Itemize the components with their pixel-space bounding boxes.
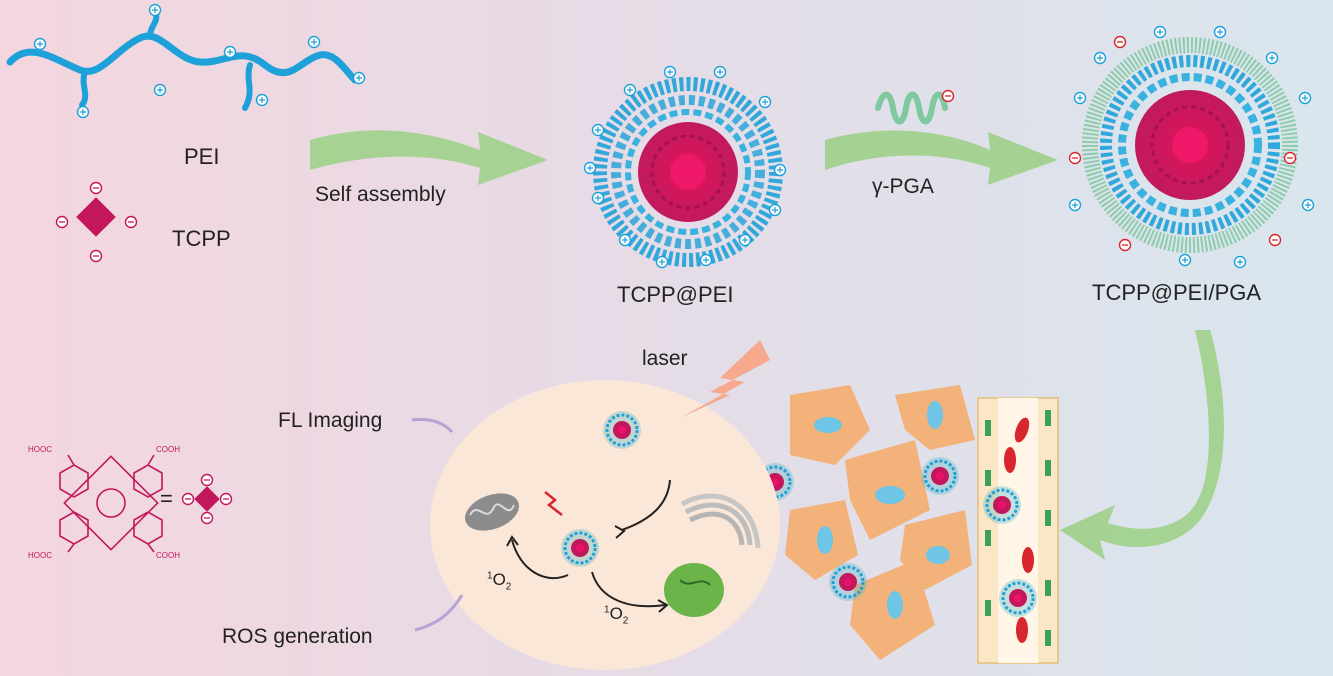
laser-label: laser [642,347,688,370]
pei-label: PEI [184,144,220,169]
ros-generation-label: ROS generation [222,625,373,648]
delivery-arrow-icon [1060,330,1224,560]
tcpp-molecule-icon-small [181,473,233,525]
fl-imaging-label: FL Imaging [278,409,383,432]
singlet-oxygen-label: 1O2 [487,570,512,593]
self-assembly-label: Self assembly [315,183,446,206]
cooh-label-bottom: COOH [156,551,180,560]
tcpp-molecule-icon [55,181,138,263]
pga-wave-icon [875,91,948,125]
cooh-label-top: COOH [156,445,180,454]
hooc-label-top: HOOC [28,445,52,454]
singlet-oxygen-label-2: 1O2 [604,604,629,627]
endoplasmic-reticulum-icon [664,493,761,617]
mitochondrion-icon [465,493,519,531]
coated-nanoparticle-icon [1082,37,1298,253]
tcpp-pei-pga-label: TCPP@PEI/PGA [1092,280,1262,305]
tumor-cell-icon [785,385,975,660]
porphyrin-structure-icon [59,454,163,553]
tcpp-pei-label: TCPP@PEI [617,282,734,307]
laser-bolt-icon [680,340,770,418]
pei-chain-icon [6,3,366,119]
tcpp-label: TCPP [172,226,231,251]
gamma-pga-label: γ-PGA [872,175,934,198]
equals-sign: = [160,486,173,511]
pga-arrow-icon [825,130,1058,185]
process-arrows [506,479,671,613]
hooc-label-bottom: HOOC [28,551,52,560]
self-assembly-arrow-icon [310,130,548,185]
nanoparticle-icon [593,77,783,267]
